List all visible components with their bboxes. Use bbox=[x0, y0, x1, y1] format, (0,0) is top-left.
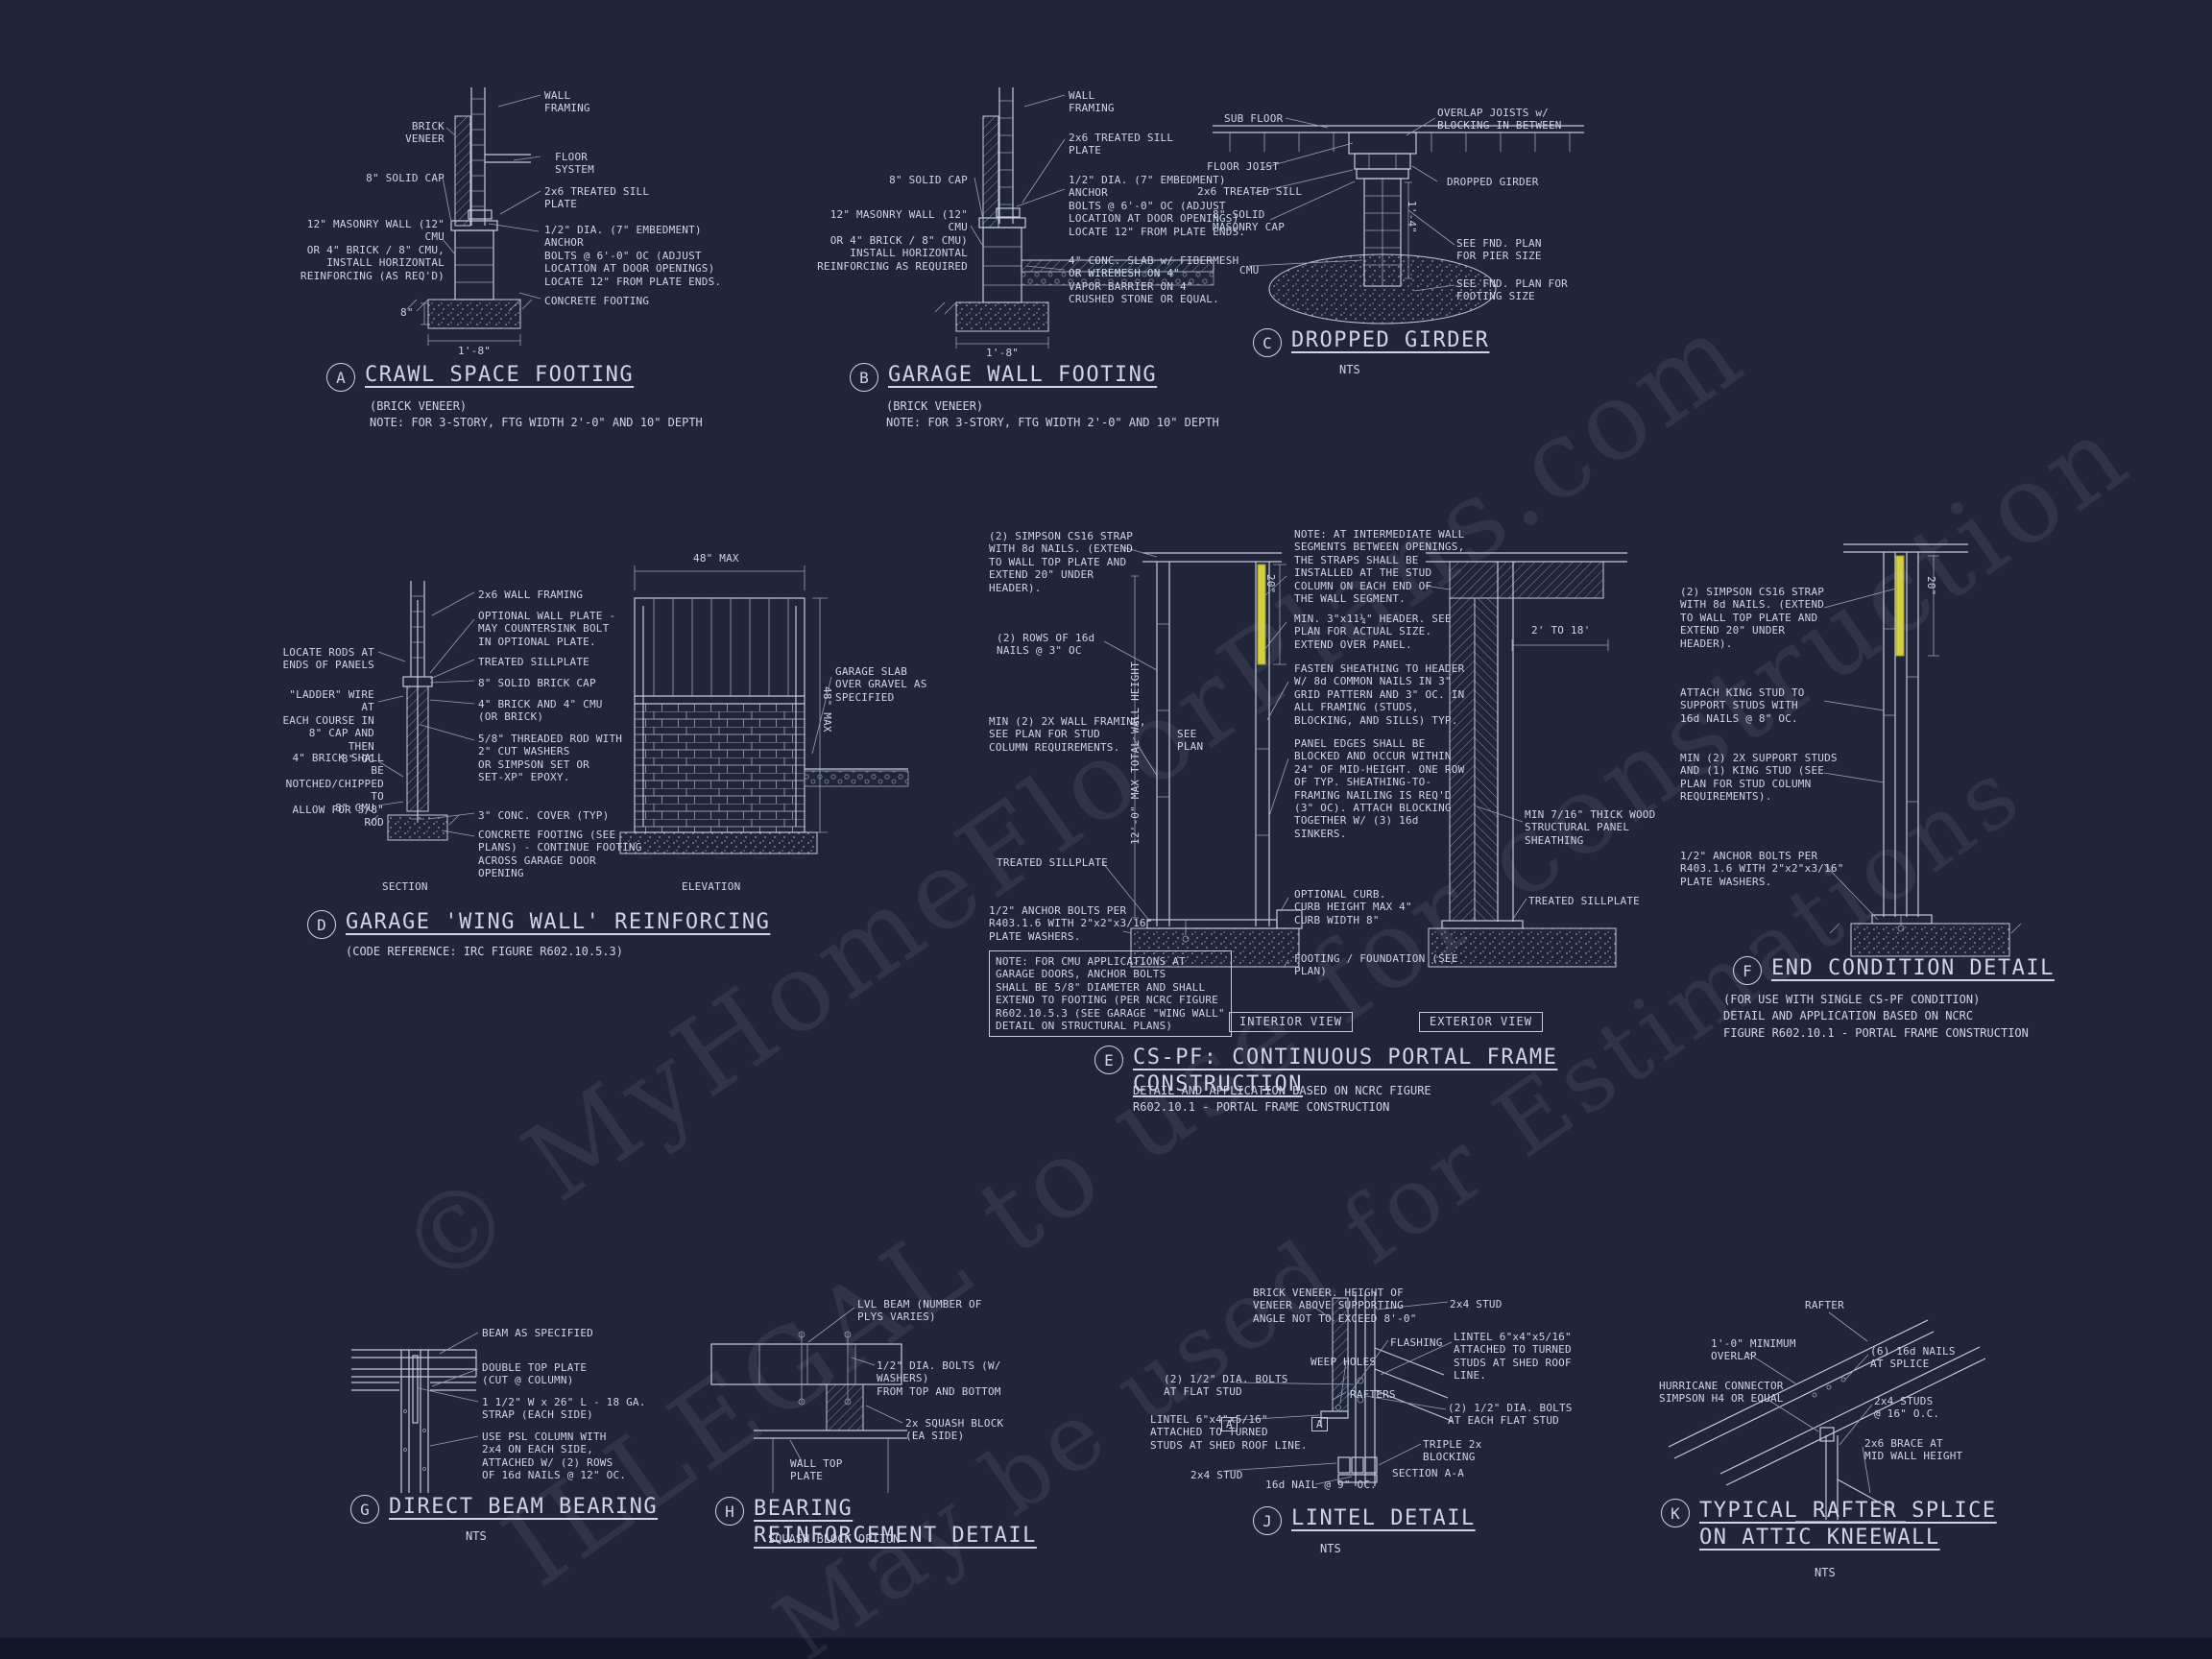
detail-subtitle: (FOR USE WITH SINGLE CS-PF CONDITION) DE… bbox=[1723, 993, 2029, 1040]
detail-caption: H BEARING REINFORCEMENT DETAIL bbox=[715, 1496, 1046, 1549]
detail-caption: A CRAWL SPACE FOOTING bbox=[326, 362, 634, 392]
detail-title: CS-PF: CONTINUOUS PORTAL FRAME CONSTRUCT… bbox=[1133, 1046, 1558, 1096]
detail-title: TYPICAL RAFTER SPLICE ON ATTIC KNEEWALL bbox=[1699, 1499, 1997, 1550]
detail-caption: J LINTEL DETAIL bbox=[1253, 1505, 1476, 1535]
detail-subtitle: NTS bbox=[1320, 1542, 1341, 1555]
detail-subtitle: NTS bbox=[466, 1529, 487, 1543]
detail-letter: H bbox=[715, 1497, 744, 1526]
detail-letter: J bbox=[1253, 1506, 1282, 1535]
sheet-bottom-edge bbox=[0, 1638, 2212, 1659]
detail-letter: B bbox=[850, 363, 878, 392]
detail-caption: C DROPPED GIRDER bbox=[1253, 327, 1489, 357]
detail-letter: F bbox=[1733, 956, 1762, 985]
detail-letter: G bbox=[350, 1495, 379, 1524]
detail-title: CRAWL SPACE FOOTING bbox=[365, 363, 635, 387]
detail-k-drawing bbox=[1668, 1311, 1986, 1523]
detail-a-drawing bbox=[406, 87, 541, 346]
detail-letter: A bbox=[326, 363, 355, 392]
detail-title: GARAGE WALL FOOTING bbox=[888, 363, 1158, 387]
detail-subtitle: NTS bbox=[1815, 1566, 1836, 1579]
detail-title: BEARING REINFORCEMENT DETAIL bbox=[754, 1497, 1037, 1548]
detail-g-drawing bbox=[351, 1332, 479, 1493]
detail-letter: C bbox=[1253, 328, 1282, 357]
detail-caption: E CS-PF: CONTINUOUS PORTAL FRAME CONSTRU… bbox=[1094, 1045, 1661, 1097]
detail-subtitle: SQUASH BLOCK OPTION bbox=[768, 1532, 901, 1546]
detail-f-drawing bbox=[1823, 543, 2022, 957]
detail-title: DIRECT BEAM BEARING bbox=[389, 1495, 659, 1519]
detail-lintel: BRICK VENEER. HEIGHT OF VENEER ABOVE SUP… bbox=[1123, 1286, 1608, 1575]
detail-bearing-reinforcement: LVL BEAM (NUMBER OF PLYS VARIES)1/2" DIA… bbox=[706, 1296, 1046, 1551]
detail-c-drawing bbox=[1213, 117, 1584, 325]
detail-title: END CONDITION DETAIL bbox=[1771, 956, 2055, 980]
detail-caption: K TYPICAL RAFTER SPLICE ON ATTIC KNEEWAL… bbox=[1661, 1498, 1997, 1551]
detail-caption: F END CONDITION DETAIL bbox=[1733, 955, 2055, 985]
detail-b-drawing bbox=[934, 87, 1214, 349]
detail-garage-wing-wall-reinforcing: LOCATE RODS AT ENDS OF PANELS"LADDER" WI… bbox=[278, 542, 941, 958]
detail-title: LINTEL DETAIL bbox=[1291, 1506, 1476, 1530]
detail-letter: K bbox=[1661, 1499, 1690, 1527]
detail-title: DROPPED GIRDER bbox=[1291, 328, 1490, 352]
detail-subtitle: DETAIL AND APPLICATION BASED ON NCRC FIG… bbox=[1133, 1084, 1431, 1115]
detail-e-drawing bbox=[1101, 546, 1627, 968]
detail-subtitle: (BRICK VENEER) NOTE: FOR 3-STORY, FTG WI… bbox=[370, 399, 703, 430]
detail-title: GARAGE 'WING WALL' REINFORCING bbox=[346, 910, 771, 934]
detail-caption: B GARAGE WALL FOOTING bbox=[850, 362, 1157, 392]
detail-h-drawing bbox=[710, 1307, 907, 1493]
detail-subtitle: (CODE REFERENCE: IRC FIGURE R602.10.5.3) bbox=[346, 945, 623, 958]
detail-end-condition: (2) SIMPSON CS16 STRAP WITH 8d NAILS. (E… bbox=[1680, 533, 2093, 1056]
detail-cs-pf-portal-frame: (2) SIMPSON CS16 STRAP WITH 8d NAILS. (E… bbox=[989, 518, 1661, 1123]
detail-letter: D bbox=[307, 910, 336, 939]
detail-caption: G DIRECT BEAM BEARING bbox=[350, 1494, 658, 1524]
detail-j-drawing bbox=[1222, 1292, 1453, 1486]
detail-d-drawing bbox=[368, 565, 909, 854]
detail-subtitle: (BRICK VENEER) NOTE: FOR 3-STORY, FTG WI… bbox=[886, 399, 1219, 430]
detail-subtitle: NTS bbox=[1339, 363, 1360, 376]
detail-caption: D GARAGE 'WING WALL' REINFORCING bbox=[307, 909, 770, 939]
detail-letter: E bbox=[1094, 1046, 1123, 1074]
